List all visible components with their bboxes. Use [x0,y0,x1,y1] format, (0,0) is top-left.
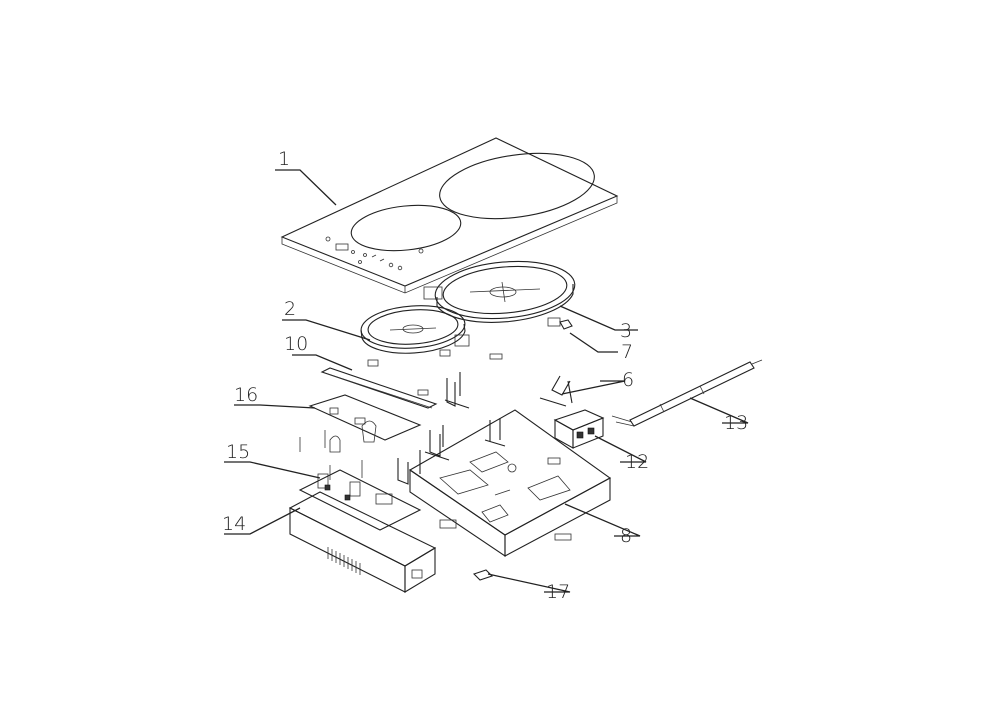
control-board [299,394,422,453]
callout-1: 1 [278,148,290,170]
callout-17: 17 [546,581,570,603]
callout-10: 10 [284,333,308,355]
vent-slots [327,547,361,575]
callout-6: 6 [622,369,634,391]
callout-16: 16 [234,384,258,406]
front-fascia [288,491,437,593]
clip-7 [559,319,573,330]
callout-3: 3 [620,320,632,342]
callout-labels: 1 2 3 6 7 8 10 12 13 14 15 16 17 [222,148,748,603]
clip-bar [320,367,438,409]
callout-8: 8 [620,525,632,547]
large-heating-element [423,260,576,327]
support-bracket-group [397,372,573,485]
bottom-housing [408,409,612,558]
control-module [298,460,422,531]
callout-2: 2 [284,298,296,320]
callout-13: 13 [724,412,748,434]
small-heating-element [360,305,503,367]
leader-lines [224,169,749,593]
clip-17 [472,569,494,581]
glass-top-plate [280,137,619,294]
power-cord [611,359,763,427]
callout-14: 14 [222,513,246,535]
terminal-block [553,409,605,449]
callout-12: 12 [625,451,649,473]
callout-7: 7 [621,341,633,363]
callout-15: 15 [226,441,250,463]
